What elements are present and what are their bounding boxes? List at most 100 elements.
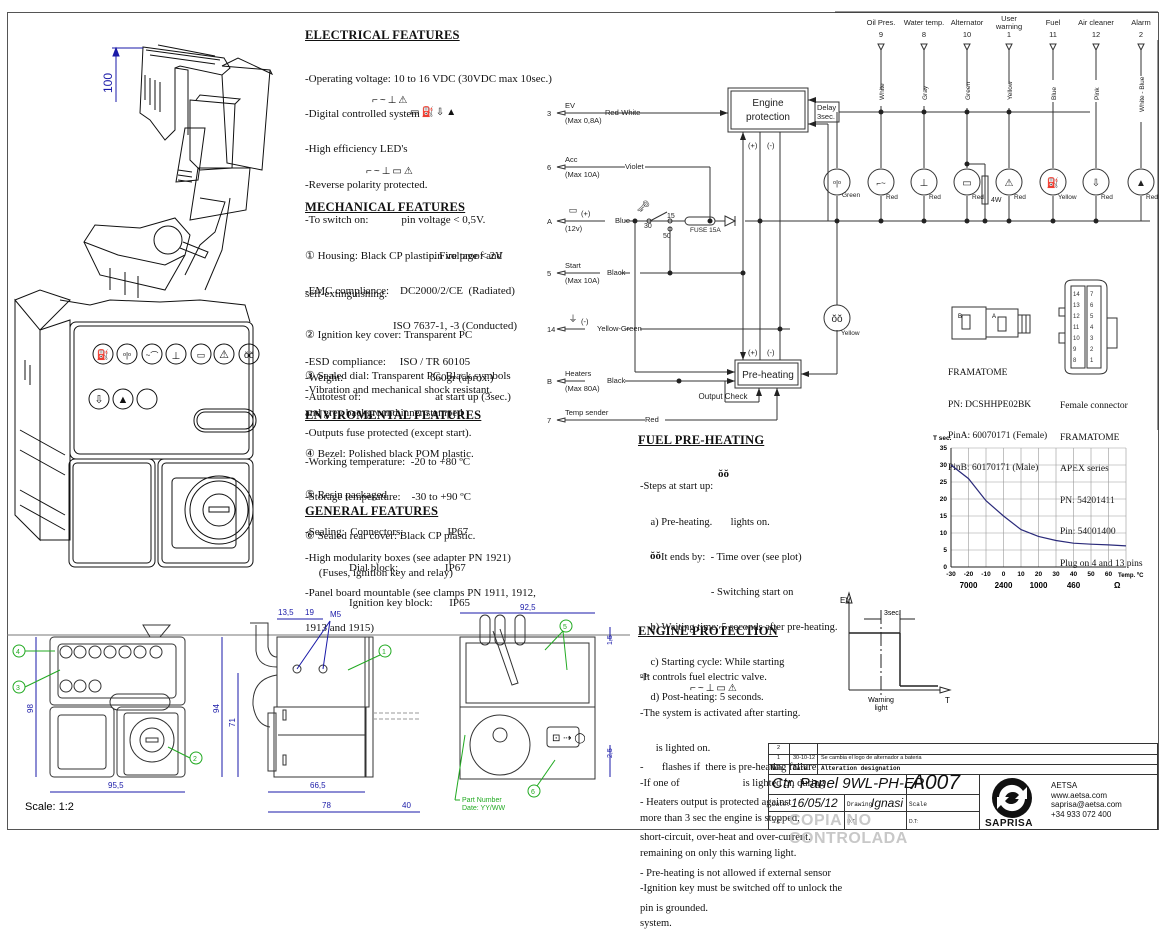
brand-name: SAPRISA [985,818,1033,829]
preheat-line: - Switching start on [640,586,794,598]
input-rating: (12v) [565,224,583,233]
company-phone: +34 933 072 400 [1051,809,1112,819]
environmental-features-title: ENVIROMENTAL FEATURES [305,408,482,422]
company-name: AETSA [1051,781,1078,790]
input-rating: (Max 0,8A) [565,116,602,125]
revision-row: 1 30-10-12 Se cambia el logo de alternad… [769,754,1158,765]
terminal-50: 50 [663,233,671,240]
callout-6: 6 [531,789,535,796]
connector-terminal-icon [556,218,566,224]
ev-valve-icon: ᵒ|ᵒ [123,351,131,360]
glow-plug-icon: ŏŏ [718,468,729,480]
revision-table: 2 1 30-10-12 Se cambia el logo de altern… [769,744,1158,775]
callout-1: 1 [382,649,386,656]
connector-2-line: Plug on 4 and 13 pins [1060,558,1143,569]
glow-plug-icon: ŏŏ [831,314,843,325]
ev-valve-icon: ᵒ|ᵒ [833,179,841,188]
hazard-icon: ▲ [446,107,459,118]
side-view [250,622,420,778]
delay-label-1: Delay [817,103,836,112]
input-rating: (Max 10A) [565,170,600,179]
environmental-line: -Storage temperature: -30 to +90 ºC [305,490,472,503]
mechanical-line: ② Ignition key cover: Transparent PC [305,328,473,341]
output-wire-color: Pink [1094,87,1101,100]
input-name: (+) [581,209,591,218]
electrical-line: -Outputs fuse protected (except start). [305,426,472,439]
t-axis-label: T [945,696,950,705]
connector-2-line: PN: 54201411 [1060,495,1115,506]
chart-xtick: -20 [964,571,974,578]
dim-13-5: 13,5 [278,608,294,617]
engine-block-label-2: protection [746,112,790,123]
pin-label: 6 [1090,303,1094,309]
engine-protection-block [727,87,809,133]
dt-label: D.T: [847,819,856,825]
fuel-preheating-title: FUEL PRE-HEATING [638,433,765,447]
chart-ytick: 20 [940,496,948,503]
weight-value: 660gr (aprox.) [430,372,494,384]
output-name: Alarm [1131,18,1151,27]
pin-a-label: A [992,314,996,320]
input-name: Start [565,261,582,270]
warning-light-label-1: Warning [868,697,894,704]
water-temp-icon: ⊥ [387,95,399,106]
minus-label: (-) [767,348,775,357]
uncontrolled-copy-watermark: COPIA NO CONTROLADA [789,812,908,847]
input-pin-7: 7 [547,416,551,425]
input-pin-14: 14 [547,325,555,334]
engine-line: remaining on only this warning light. [640,847,797,859]
mechanical-line: ① Housing: Black CP plastic. Fire proof … [305,250,503,263]
vibration-text: -Vibration and mechanical shock resistan… [305,384,493,396]
part-number-label: Part Number [462,797,502,804]
input-pin-6: 6 [547,163,551,172]
date-format-label: Date: YY/WW [462,805,505,812]
air-filter-icon: ⇩ [94,394,103,406]
orthographic-views: 98 95,5 4 3 2 Scale: 1:2 13,5 19 M5 94 7… [7,603,630,813]
electrical-line: ISO 7637-1, -3 (Conducted) [305,320,518,333]
sc-label: S.C: [772,819,782,825]
electrical-line: -Reverse polarity protected. [305,178,428,191]
battery-icon: ▭ [716,683,728,694]
chart-xtick: 30 [1052,571,1060,578]
input-rating: (Max 10A) [565,276,600,285]
battery-icon: ▭ [410,107,422,118]
chart-ytick: 35 [940,445,948,452]
framatome-2pin-connector: B A [951,306,1031,340]
lamp-color: Red [1101,194,1113,201]
pin-label: 7 [1090,292,1094,298]
connector-1-line: FRAMATOME [948,368,1008,378]
ev-axis-label: EV [840,596,851,605]
drawing-label: Drawing [847,801,873,808]
chart-xtick: 40 [1070,571,1078,578]
preheat-block-label: Pre-heating [742,370,794,381]
dim-1-5: 1,5 [607,635,614,645]
thread-m5-label: M5 [330,610,342,619]
lamp-color: Red [972,194,984,201]
autotest-symbols-2v: ▭⛽⇩▲ [410,107,458,118]
ev-timing-diagram: EV T 3sec. Warning light [840,591,952,712]
lamp-color-ev: Green [842,192,860,199]
company-info: AETSA www.aetsa.com saprisa@aetsa.com +3… [1051,781,1122,819]
glow-plug-icon: ŏŏ [650,550,661,562]
minus-label: (-) [767,141,775,150]
oil-can-icon: ⌐~ [690,683,706,694]
pin-label: 14 [1073,292,1080,298]
electrical-line: -Operating voltage: 10 to 16 VDC (30VDC … [305,72,552,85]
rev-num: 1 [777,755,781,761]
oil-can-icon: ⌐~ [366,166,382,177]
preheat-line: - Heaters output is protected against [640,797,792,809]
product-name: Ctr. Panel 9WL-PH-EP [772,775,924,792]
terminal-30: 30 [644,223,652,230]
company-web: www.aetsa.com [1051,790,1108,800]
connector-terminal-icon [556,270,566,276]
pin-label: 9 [1073,347,1077,353]
connector-terminal-icon [556,164,566,170]
wire-color: Violet [625,162,645,171]
dim-78: 78 [322,801,331,810]
preheat-line: a) Pre-heating. lights on. [640,516,770,528]
chart-xtick: -30 [946,571,956,578]
lamp-color: Red [1014,194,1026,201]
